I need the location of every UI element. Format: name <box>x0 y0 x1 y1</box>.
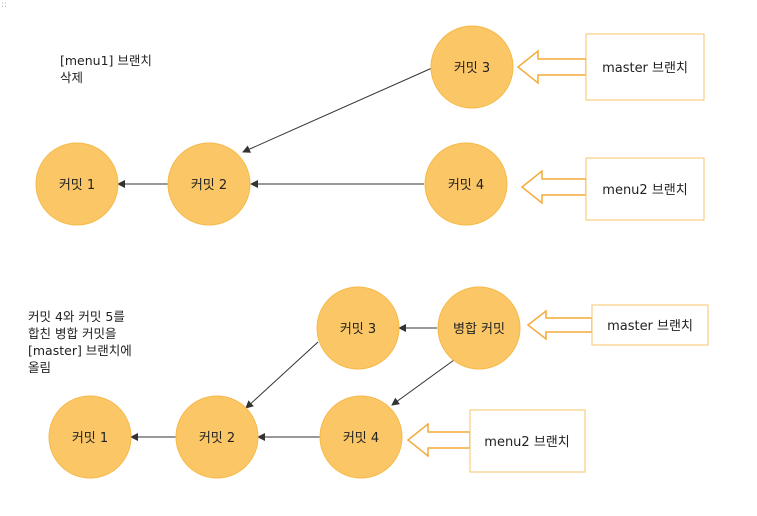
edge-commit3-to-commit2 <box>245 341 319 409</box>
bottom-note-line: 커밋 4와 커밋 5를 <box>28 309 125 324</box>
commit-node: 커밋 1 <box>35 142 119 226</box>
bottom-nodes: 커밋 1 커밋 2 커밋 3 커밋 4 병합 커밋 <box>48 286 521 479</box>
branch-label-box <box>469 409 586 473</box>
node-label: 커밋 2 <box>191 178 227 193</box>
commit-node: 커밋 2 <box>167 142 251 226</box>
branch-label-box <box>591 304 709 346</box>
commit-node: 커밋 3 <box>430 25 514 109</box>
block-arrow <box>406 422 471 458</box>
edge-commit3-to-commit2 <box>242 67 433 153</box>
corner-mark: :: <box>1 0 8 10</box>
top-nodes: 커밋 1 커밋 2 커밋 3 커밋 4 <box>35 25 514 226</box>
bottom-note: 커밋 4와 커밋 5를 합친 병합 커밋을 [master] 브랜치에 올림 <box>28 308 132 376</box>
branch-label: menu2 브랜치 <box>602 183 687 198</box>
block-arrow <box>520 169 587 205</box>
top-note-line: [menu1] 브랜치 <box>60 53 152 68</box>
top-edges <box>117 67 433 188</box>
node-label: 커밋 3 <box>340 322 376 337</box>
node-label: 커밋 2 <box>199 431 235 446</box>
bottom-edges <box>130 324 455 441</box>
merge-commit-node: 병합 커밋 <box>437 286 521 370</box>
top-note: [menu1] 브랜치 삭제 <box>60 52 152 86</box>
top-branch-pointers: master 브랜치 menu2 브랜치 <box>516 33 705 221</box>
commit-node: 커밋 3 <box>316 286 400 370</box>
node-label: 커밋 4 <box>448 178 484 193</box>
node-label: 커밋 4 <box>343 431 379 446</box>
bottom-note-line: 합친 병합 커밋을 <box>28 326 117 341</box>
bottom-note-line: [master] 브랜치에 <box>28 343 132 358</box>
block-arrow <box>516 49 587 85</box>
branch-label: master 브랜치 <box>602 61 688 76</box>
commit-node: 커밋 4 <box>424 142 508 226</box>
commit-node: 커밋 2 <box>175 395 259 479</box>
bottom-branch-pointers: master 브랜치 menu2 브랜치 <box>406 304 709 473</box>
top-note-line: 삭제 <box>60 70 84 85</box>
branch-label-box <box>585 33 705 101</box>
node-label: 병합 커밋 <box>453 322 505 337</box>
commit-node: 커밋 4 <box>319 395 403 479</box>
bottom-note-line: 올림 <box>28 360 52 375</box>
branch-label: menu2 브랜치 <box>484 435 569 450</box>
node-label: 커밋 1 <box>59 178 95 193</box>
branch-label-box <box>585 157 705 221</box>
block-arrow <box>526 309 593 341</box>
node-label: 커밋 1 <box>72 431 108 446</box>
commit-node: 커밋 1 <box>48 395 132 479</box>
branch-label: master 브랜치 <box>607 319 693 334</box>
node-label: 커밋 3 <box>454 61 490 76</box>
edge-merge-to-commit4 <box>391 359 455 406</box>
